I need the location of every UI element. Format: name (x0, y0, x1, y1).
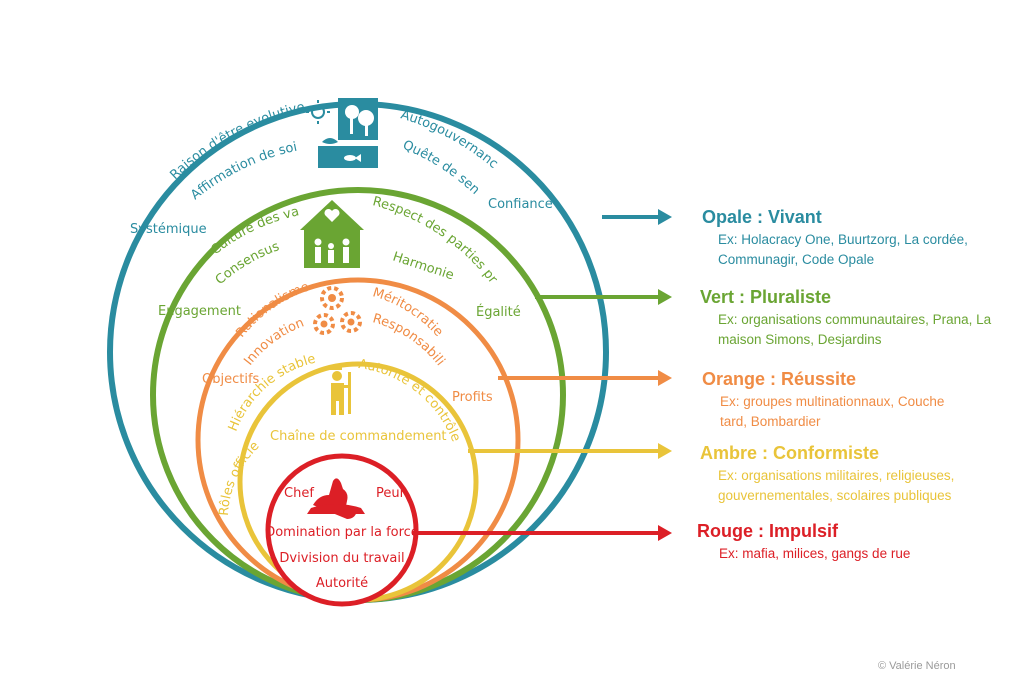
legend-vert-title: Vert : Pluraliste (700, 287, 832, 307)
ambre-arrow (468, 443, 672, 459)
opale-word-6: Confiance (488, 197, 553, 212)
legend-rouge: Rouge : Impulsif Ex: mafia, milices, gan… (697, 520, 1009, 564)
orange-word-6: Profits (452, 390, 493, 405)
howling-wolf-icon (307, 478, 365, 519)
gears-icon (313, 286, 362, 335)
vert-word-2: Respect des parties prenantes (0, 0, 500, 287)
vert-word-4: Harmonie (391, 250, 456, 284)
ambre-word-3: Chaîne de commandement (270, 429, 447, 444)
legend-orange-title: Orange : Réussite (702, 369, 857, 389)
rouge-word-2: Peur (376, 486, 406, 501)
legend-vert-examples: Ex: organisations communautaires, Prana,… (718, 312, 992, 347)
rouge-word-5: Autorité (316, 576, 368, 591)
svg-text:Hiérarchie stable: Hiérarchie stable (226, 352, 317, 434)
legend-orange-examples: Ex: groupes multinationnaux, Couche tard… (720, 394, 945, 429)
orange-arrow (498, 370, 672, 386)
opale-arrow (602, 209, 672, 225)
legend-opale-title: Opale : Vivant (702, 207, 822, 227)
copyright-credit: © Valérie Néron (878, 660, 956, 672)
svg-text:Quête de sens: Quête de sens (0, 0, 482, 198)
opale-word-3: Autogouvernance (0, 0, 501, 172)
opale-word-4: Quête de sens (0, 0, 482, 198)
nature-scene-icon (306, 98, 378, 168)
vert-arrow (535, 289, 672, 305)
rouge-word-3: Domination par la force (265, 525, 419, 540)
orange-word-5: Objectifs (202, 372, 260, 387)
legend-rouge-title: Rouge : Impulsif (697, 521, 838, 541)
legend-ambre: Ambre : Conformiste Ex: organisations mi… (700, 442, 1008, 506)
legend-ambre-examples: Ex: organisations militaires, religieuse… (718, 468, 955, 503)
legend-opale-examples: Ex: Holacracy One, Buurtzorg, La cordée,… (718, 232, 968, 267)
opale-word-5: Systémique (130, 222, 207, 237)
legend-vert: Vert : Pluraliste Ex: organisations comm… (700, 286, 1008, 350)
legend-orange: Orange : Réussite Ex: groupes multinatio… (702, 368, 960, 432)
legend-opale: Opale : Vivant Ex: Holacracy One, Buurtz… (702, 206, 1008, 270)
rouge-arrow (412, 525, 672, 541)
svg-text:Respect des parties prenantes: Respect des parties prenantes (0, 0, 500, 287)
svg-text:Autogouvernance: Autogouvernance (0, 0, 501, 172)
vert-word-6: Égalité (476, 304, 521, 320)
rouge-word-4: Dvivision du travail (279, 551, 404, 566)
family-house-icon (300, 200, 364, 268)
ambre-word-1: Hiérarchie stable (226, 352, 317, 434)
rouge-word-1: Chef (284, 486, 314, 501)
legend-ambre-title: Ambre : Conformiste (700, 443, 880, 463)
vert-word-5: Engagement (158, 304, 241, 319)
rouge-ring (265, 453, 419, 607)
legend-rouge-examples: Ex: mafia, milices, gangs de rue (719, 546, 911, 561)
soldier-icon (330, 366, 351, 415)
